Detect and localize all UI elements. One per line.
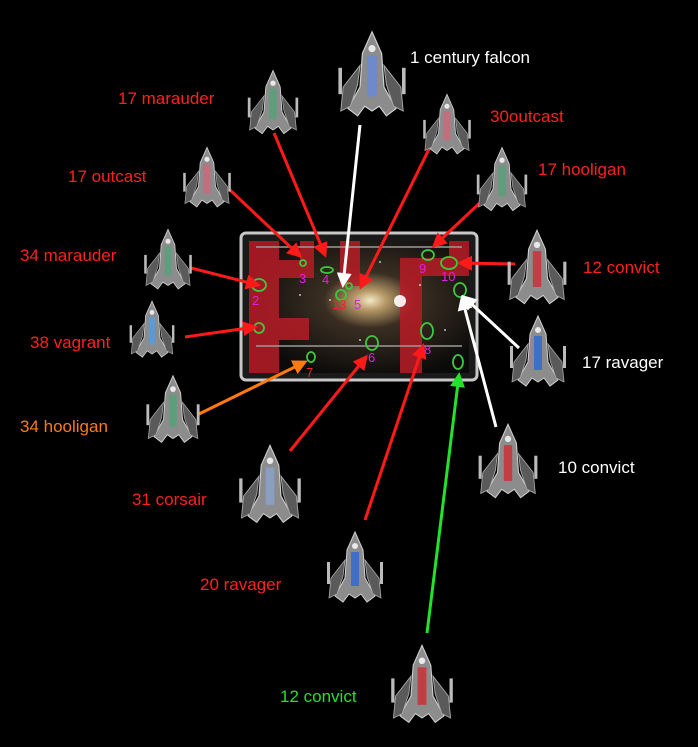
outcast-ship-icon: [423, 93, 471, 155]
vagrant-ship-icon: [129, 300, 175, 358]
map-red-zones: [249, 241, 469, 373]
slot-ring-bottom: [452, 354, 464, 370]
slot-number: 9: [419, 261, 427, 276]
fleet-label-marauder: 34 marauder: [20, 246, 117, 265]
fleet-label-ravager: 20 ravager: [200, 575, 282, 594]
nebula-core: [394, 295, 406, 307]
slot-number: 6: [368, 350, 376, 365]
convict-ship-icon: [391, 644, 453, 724]
fleet-label-hooligan: 17 hooligan: [538, 160, 626, 179]
arrow-17-marauder: [272, 132, 328, 258]
arrow-17-ravager: [461, 294, 521, 350]
slot-ring-8: [420, 322, 434, 340]
arrow-34-hooligan: [198, 360, 308, 416]
slot-ring-6: [365, 335, 379, 351]
slot-ring-4: [320, 266, 334, 274]
marauder-ship-icon: [247, 69, 299, 135]
slot-number: 5: [354, 297, 362, 312]
outcast-ship-icon: [183, 146, 231, 208]
slot-number: 8: [424, 342, 432, 357]
slot-ring-13: [335, 289, 347, 301]
arrow-20-ravager: [363, 343, 427, 521]
slot-ring-7: [306, 351, 316, 363]
ravager-ship-icon: [510, 314, 566, 387]
convict-ship-icon: [478, 422, 538, 499]
hooligan-ship-icon: [476, 146, 528, 212]
ship-sprites: [129, 30, 567, 724]
arrow-31-corsair: [288, 354, 368, 452]
ravager-ship-icon: [327, 530, 383, 603]
arrow-30outcast: [359, 142, 434, 290]
fleet-label-ravager: 17 ravager: [582, 353, 664, 372]
fleet-label-outcast: 30outcast: [490, 107, 564, 126]
fleet-label-corsair: 31 corsair: [132, 490, 207, 509]
arrow-12-convict: [457, 255, 516, 271]
fleet-label-marauder: 17 marauder: [118, 89, 215, 108]
slot-number: 4: [322, 272, 330, 287]
arrow-1-century-falcon: [336, 124, 362, 288]
slot-number: 2: [252, 293, 260, 308]
arrow-38-vagrant: [184, 321, 258, 339]
arrow-17-hooligan: [431, 196, 487, 249]
slot-number: 10: [441, 269, 456, 284]
fleet-label-convict: 12 convict: [280, 687, 357, 706]
arrow-12-convict-green: [425, 372, 465, 634]
arrow-10-convict: [457, 295, 498, 428]
fleet-label-hooligan: 34 hooligan: [20, 417, 108, 436]
slot-ring-3: [299, 259, 307, 267]
arrow-34-marauder: [190, 266, 261, 290]
slot-ring-10: [440, 256, 458, 270]
fleet-label-vagrant: 38 vagrant: [30, 333, 111, 352]
fleet-label-outcast: 17 outcast: [68, 167, 147, 186]
hooligan-ship-icon: [146, 374, 200, 443]
slot-number: 13: [332, 297, 347, 312]
fleet-label-convict: 12 convict: [583, 258, 660, 277]
marauder-ship-icon: [144, 228, 192, 290]
placement-arrows: [184, 124, 521, 634]
slot-ring-9: [421, 249, 435, 261]
slot-number: 3: [299, 271, 307, 286]
slot-number: 7: [306, 365, 314, 380]
convict-ship-icon: [507, 228, 567, 305]
battle-map: [239, 231, 479, 382]
arrow-17-outcast: [228, 188, 303, 259]
fleet-label-convict: 10 convict: [558, 458, 635, 477]
fleet-label-century-falcon: 1 century falcon: [410, 48, 531, 67]
century-falcon-ship-icon: [338, 30, 406, 117]
corsair-ship-icon: [239, 444, 301, 524]
